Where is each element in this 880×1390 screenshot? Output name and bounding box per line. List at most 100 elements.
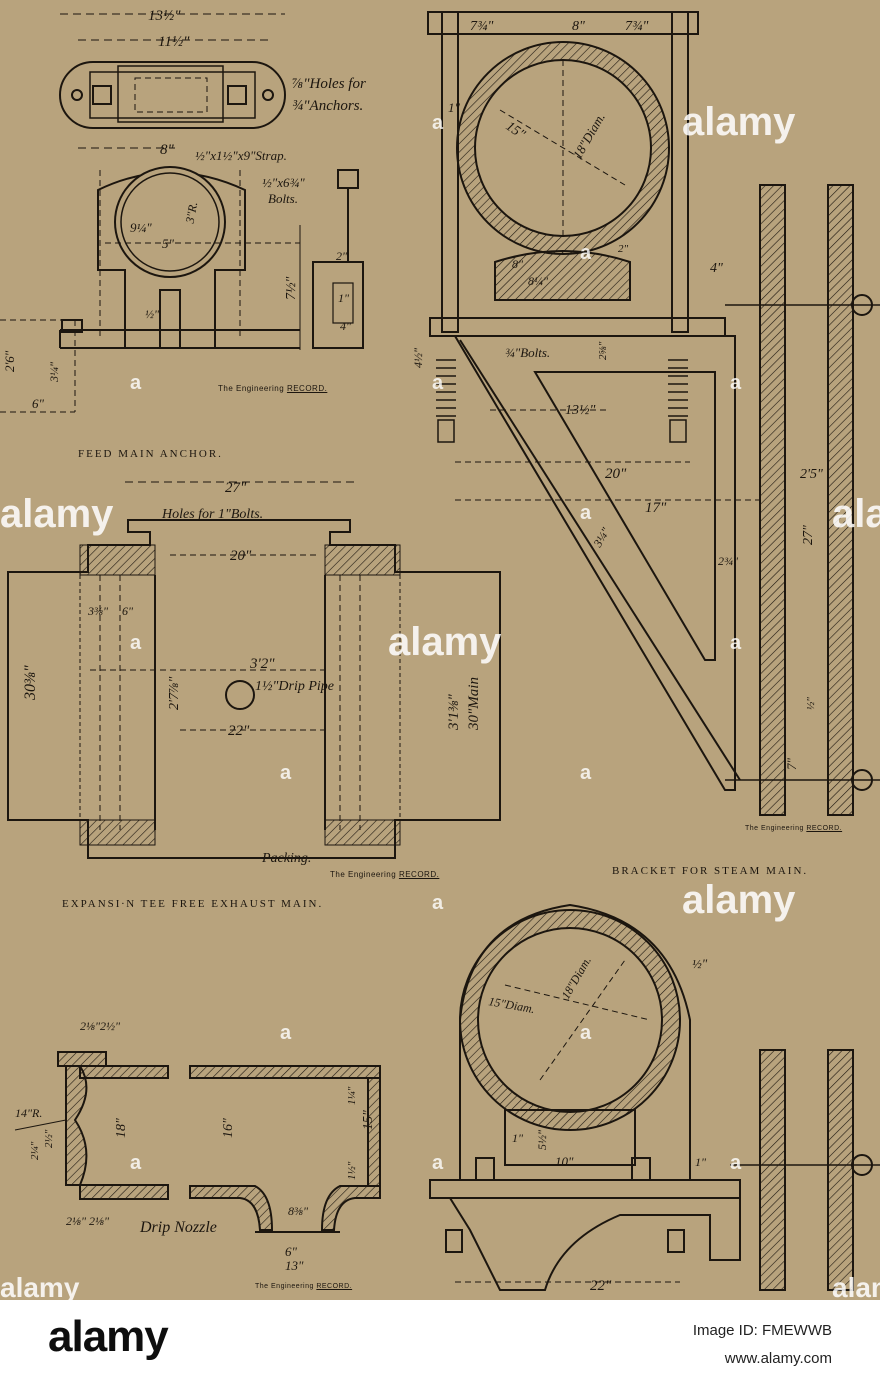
watermark-glyph: a — [580, 1022, 592, 1044]
watermark-glyph: a — [432, 112, 444, 134]
drip-nozzle-drawing — [14, 1051, 381, 1233]
credit-name: RECORD. — [398, 870, 440, 879]
dim-3-4: 3¼" — [47, 361, 61, 383]
bracket-dim-half: ½" — [805, 697, 817, 710]
bracket-dim-27: 27" — [801, 525, 816, 545]
drawings-canvas: 13½" 11½" ⅞"Holes for ¾"Anchors. 8" ½"x1… — [0, 8, 880, 1294]
hanger-dim-5-5: 5½" — [535, 1129, 549, 1150]
dim-13-5: 13½" — [148, 8, 181, 24]
watermark: alamy — [682, 100, 796, 144]
credit-prefix: The Engineering — [745, 825, 807, 832]
watermark-glyph: a — [130, 632, 142, 654]
tee-dim-20: 20" — [230, 548, 252, 564]
nozzle-dim-16: 16" — [221, 1118, 236, 1138]
bracket-bolts: ¾"Bolts. — [505, 345, 550, 360]
bracket-dim-7-75-right: 7¾" — [625, 19, 649, 34]
watermark-glyph: a — [280, 1022, 292, 1044]
tee-dim-3-2: 3'2" — [249, 656, 275, 672]
tee-dim-6: 6" — [122, 604, 134, 618]
bracket-dim-1: 1" — [448, 100, 461, 115]
hanger-dim-1: 1" — [512, 1131, 524, 1145]
watermark-glyph: a — [580, 242, 592, 264]
bracket-dim-13-5: 13½" — [565, 403, 596, 418]
credit-name: RECORD. — [286, 384, 328, 393]
dim-half: ½" — [145, 307, 160, 321]
watermark-glyph: a — [130, 372, 142, 394]
bracket-dim-8-25: 8¼" — [528, 274, 549, 288]
watermark-glyph: a — [580, 502, 592, 524]
bracket-dim-2-34: 2¾" — [718, 554, 739, 568]
dim-9-25: 9¼" — [130, 220, 152, 235]
watermark: alamy — [832, 492, 880, 536]
hanger-dim-22: 22" — [590, 1278, 612, 1294]
tee-packing: Packing. — [261, 851, 311, 866]
tee-bolt-holes: Holes for 1"Bolts. — [161, 507, 263, 522]
watermark: alamy — [0, 1272, 80, 1303]
nozzle-dim-top: 2⅛"2½" — [80, 1019, 121, 1033]
credit-name: RECORD. — [316, 1283, 353, 1290]
dim-5: 5" — [162, 236, 175, 251]
caption-bracket-steam-main: BRACKET FOR STEAM MAIN. — [612, 865, 809, 877]
site-url: www.alamy.com — [724, 1350, 832, 1367]
watermark-glyph: a — [432, 1152, 444, 1174]
credit-bracket: The Engineering RECORD. — [745, 825, 842, 832]
bracket-dim-4: 4" — [710, 261, 723, 276]
credit-tee: The Engineering RECORD. — [330, 870, 439, 879]
image-id: Image ID: FMEWWB — [692, 1322, 832, 1339]
label-anchors: ¾"Anchors. — [292, 98, 363, 114]
dim-4: 4" — [340, 319, 352, 333]
bracket-dim-4-5: 4½" — [411, 347, 425, 368]
dim-11-5: 11½" — [158, 34, 190, 50]
credit-prefix: The Engineering — [255, 1283, 317, 1290]
credit-prefix: The Engineering — [330, 870, 399, 879]
watermark-glyph: a — [432, 372, 444, 394]
nozzle-dim-13: 13" — [285, 1258, 304, 1273]
credit-name: RECORD. — [806, 825, 843, 832]
pipe-hanger-drawing — [429, 903, 880, 1291]
credit-nozzle: The Engineering RECORD. — [255, 1283, 352, 1290]
engineering-plate: 13½" 11½" ⅞"Holes for ¾"Anchors. 8" ½"x1… — [0, 8, 880, 1303]
dim-2: 2" — [336, 249, 348, 263]
bracket-dim-7-75-left: 7¾" — [470, 19, 494, 34]
steam-main-bracket-drawing — [427, 11, 880, 816]
feed-main-anchor-elevation — [0, 147, 364, 413]
label-bolts-size: ½"x6¾" — [262, 175, 305, 190]
hanger-dim-half: ½" — [692, 956, 708, 971]
hanger-dim-10: 10" — [555, 1154, 574, 1169]
dim-1: 1" — [338, 291, 350, 305]
watermark: alamy — [0, 492, 114, 536]
watermark-glyph: a — [730, 632, 742, 654]
nozzle-drip-label: Drip Nozzle — [139, 1219, 217, 1236]
bracket-dim-2-5: 2'5" — [800, 467, 823, 482]
nozzle-dim-15: 15" — [361, 1110, 376, 1130]
caption-feed-main-anchor: FEED MAIN ANCHOR. — [78, 448, 223, 460]
credit-prefix: The Engineering — [218, 384, 287, 393]
dim-2-6: 2'6" — [2, 350, 17, 372]
dim-7-5: 7½" — [284, 277, 299, 301]
stock-footer: alamy Image ID: FMEWWB www.alamy.com — [0, 1300, 880, 1390]
hanger-dim-1b: 1" — [695, 1155, 707, 1169]
dim-radius: 3"R. — [183, 201, 201, 225]
bracket-dim-2: 2" — [618, 243, 629, 255]
label-bolts: Bolts. — [268, 191, 298, 206]
tee-dim-3-8: 3⅜" — [87, 604, 109, 618]
bracket-dim-8: 8" — [572, 19, 585, 34]
watermark-glyph: a — [280, 762, 292, 784]
watermark-glyph: a — [432, 892, 444, 914]
watermark-glyph: a — [730, 1152, 742, 1174]
watermark-glyph: a — [130, 1152, 142, 1174]
label-holes: ⅞"Holes for — [292, 76, 366, 92]
watermark: alamy — [682, 878, 796, 922]
feed-main-anchor-plan — [59, 13, 286, 129]
tee-dim-27: 27" — [225, 480, 247, 496]
bracket-dim-7: 7" — [784, 758, 799, 771]
nozzle-dim-1-5: 1½" — [346, 1161, 358, 1180]
tee-dim-3-1: 3'1⅜" — [446, 694, 462, 731]
nozzle-r14: 14"R. — [15, 1106, 42, 1120]
alamy-logo: alamy — [48, 1312, 169, 1361]
nozzle-dim-2-14: 2¼" — [29, 1141, 41, 1160]
tee-dim-30-38: 30⅜" — [22, 665, 39, 701]
label-strap: ½"x1½"x9"Strap. — [195, 148, 287, 163]
nozzle-dim-8-38: 8⅜" — [288, 1204, 309, 1218]
bracket-dim-17: 17" — [645, 500, 667, 516]
